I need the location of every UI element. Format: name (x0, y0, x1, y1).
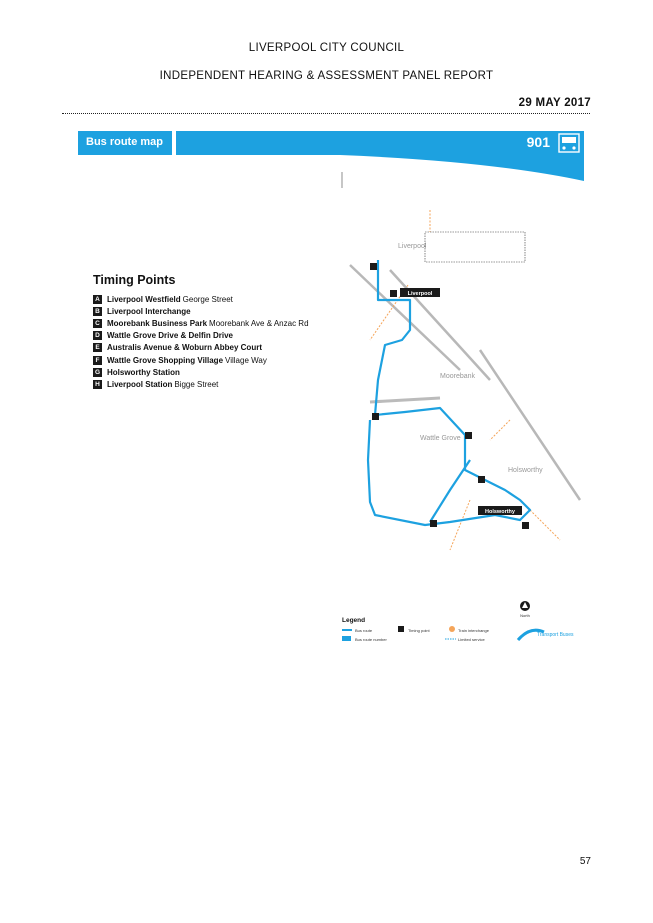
suburb-moorebank: Moorebank (440, 373, 476, 380)
bus-route-line (366, 260, 532, 527)
timing-point-badge: H (93, 379, 102, 389)
banner-swoosh (340, 155, 584, 181)
banner-divider (172, 131, 176, 155)
legend-item: Bus route (355, 628, 373, 633)
timing-point-detail: Village Way (225, 355, 267, 365)
header-divider (62, 113, 590, 114)
transport-logo-icon (516, 628, 545, 642)
timing-points-heading: Timing Points (93, 273, 176, 287)
timing-point-badge: E (93, 343, 102, 353)
suburb-liverpool: Liverpool (398, 243, 427, 250)
route-number: 901 (526, 134, 550, 150)
report-date: 29 MAY 2017 (518, 97, 591, 109)
map-note-box (424, 231, 526, 263)
report-title: INDEPENDENT HEARING & ASSESSMENT PANEL R… (159, 70, 494, 82)
timing-point-detail: George Street (182, 294, 233, 304)
timing-point-name: Liverpool Station (107, 379, 173, 389)
motorway-line (369, 396, 441, 404)
bus-route-branch (429, 459, 471, 523)
timing-marker-b (390, 290, 397, 297)
timing-point-badge: F (93, 355, 102, 365)
timing-point-detail: Bigge Street (174, 379, 219, 389)
timing-point-badge: D (93, 331, 102, 341)
station-box-holsworthy (478, 506, 522, 515)
timing-point-badge: C (93, 318, 102, 328)
timing-point-item: B Liverpool Interchange (93, 305, 309, 317)
page-number: 57 (579, 856, 591, 867)
station-label-holsworthy: Holsworthy (485, 509, 516, 515)
timing-point-name: Wattle Grove Shopping Village (107, 355, 224, 365)
timing-point-name: Australis Avenue & Woburn Abbey Court (107, 343, 262, 353)
north-arrow-pointer (522, 602, 528, 608)
legend-item: Limited service (458, 637, 485, 642)
timing-point-detail: Moorebank Ave & Anzac Rd (209, 318, 309, 328)
route-map: Liverpool Holsworthy Liverpool Moorebank… (341, 172, 582, 642)
timing-point-name: Moorebank Business Park (107, 318, 208, 328)
timing-point-name: Holsworthy Station (107, 367, 180, 377)
legend-item: Bus route number (355, 637, 387, 642)
connector-line (369, 210, 561, 551)
timing-point-item: E Australis Avenue & Woburn Abbey Court (93, 342, 309, 354)
timing-point-badge: A (93, 294, 102, 304)
station-box-liverpool (400, 288, 440, 297)
legend-item: Timing point (408, 628, 431, 633)
legend-train-icon (449, 626, 455, 632)
timing-point-name: Liverpool Interchange (107, 306, 191, 316)
banner-title: Bus route map (86, 136, 164, 148)
legend-item: Train interchange (458, 628, 490, 633)
bus-icon (558, 133, 580, 153)
timing-point-name: Wattle Grove Drive & Delfin Drive (107, 331, 233, 341)
timing-point-item: D Wattle Grove Drive & Delfin Drive (93, 330, 309, 342)
timing-marker-e (478, 476, 485, 483)
north-label: North (520, 613, 530, 618)
legend-route-number-icon (342, 636, 351, 641)
timing-marker-c (372, 413, 379, 420)
station-label-liverpool: Liverpool (408, 291, 433, 297)
suburb-holsworthy: Holsworthy (508, 467, 543, 474)
legend-title: Legend (342, 617, 365, 624)
legend-timing-icon (398, 626, 404, 632)
timing-marker-d (465, 432, 472, 439)
suburb-wattle-grove: Wattle Grove (420, 435, 461, 442)
timing-point-badge: B (93, 306, 102, 316)
timing-marker-a (370, 263, 377, 270)
route-banner: Bus route map 901 (78, 131, 584, 155)
timing-point-item: G Holsworthy Station (93, 366, 309, 378)
timing-marker-f (430, 520, 437, 527)
timing-point-name: Liverpool Westfield (107, 294, 181, 304)
council-name: LIVERPOOL CITY COUNCIL (248, 42, 405, 54)
brand-label: Transport Buses (537, 632, 574, 638)
timing-point-badge: G (93, 367, 102, 377)
timing-marker-g (522, 522, 529, 529)
